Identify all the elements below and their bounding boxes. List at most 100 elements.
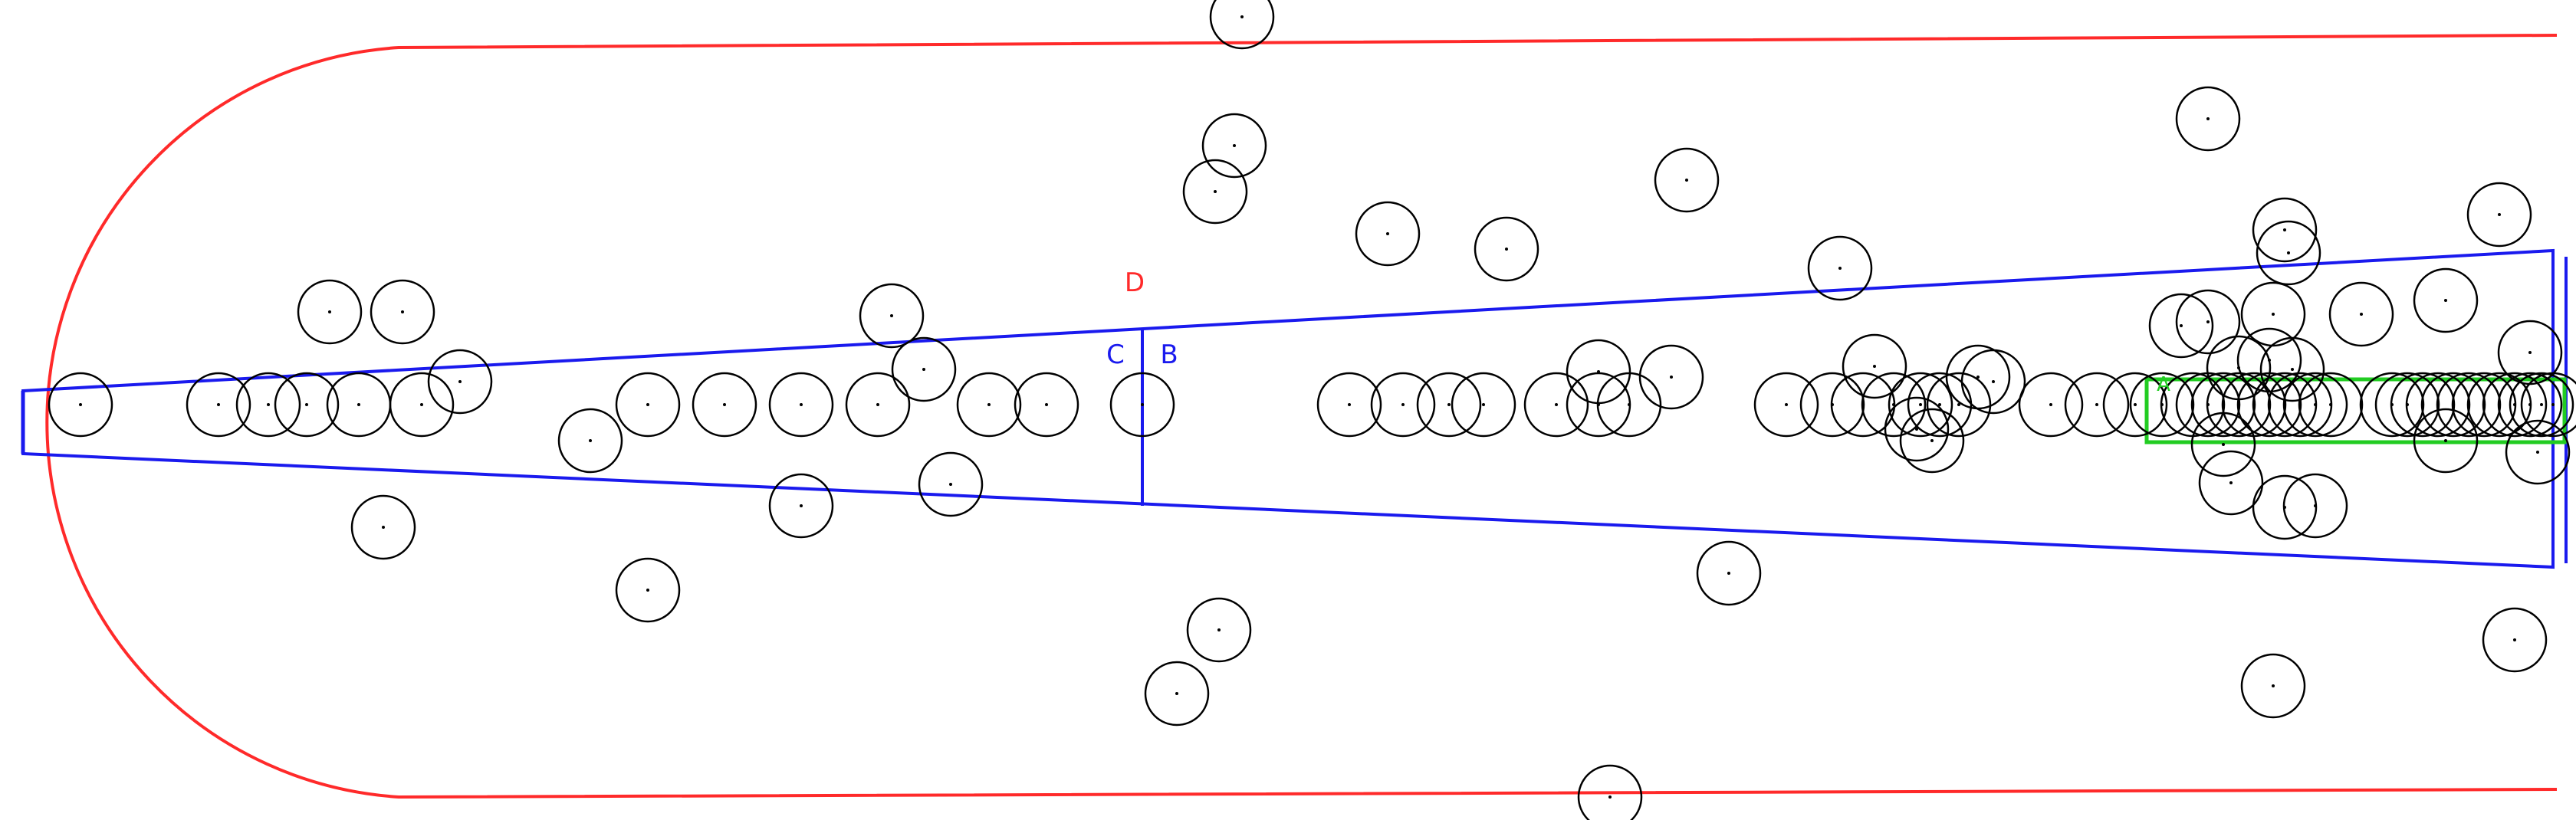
circle-center-dot bbox=[1873, 365, 1876, 368]
circle-ring bbox=[2520, 372, 2576, 438]
circle-center-dot bbox=[2536, 451, 2539, 454]
circle-center-dot bbox=[2498, 213, 2501, 216]
circle-ring bbox=[427, 349, 493, 415]
circle-center-dot bbox=[1628, 403, 1631, 406]
circle-center-dot bbox=[1233, 144, 1236, 147]
circle-center-dot bbox=[1401, 403, 1405, 406]
circle-ring bbox=[2466, 182, 2532, 248]
circle-ring bbox=[2482, 372, 2548, 438]
circle-ring bbox=[1696, 540, 1762, 606]
circle-ring bbox=[1899, 408, 1965, 474]
circle-ring bbox=[2252, 474, 2318, 540]
circle-center-dot bbox=[922, 368, 925, 371]
circle-center-dot bbox=[1240, 15, 1244, 18]
circle-ring bbox=[768, 473, 834, 539]
circle-center-dot bbox=[1505, 248, 1508, 251]
circle-ring bbox=[2482, 607, 2548, 673]
circle-center-dot bbox=[1938, 403, 1941, 406]
circle-ring bbox=[2064, 372, 2130, 438]
circle-center-dot bbox=[79, 403, 82, 406]
circle-ring bbox=[1209, 0, 1275, 50]
circle-ring bbox=[2298, 372, 2364, 438]
circle-center-dot bbox=[987, 403, 991, 406]
circle-ring bbox=[1451, 372, 1516, 438]
circle-ring bbox=[2509, 372, 2574, 438]
circle-ring bbox=[1907, 372, 1973, 438]
circle-ring bbox=[845, 372, 911, 438]
circle-center-dot bbox=[1785, 403, 1788, 406]
circle-ring bbox=[1884, 396, 1950, 462]
circle-ring bbox=[1596, 372, 1662, 438]
circle-center-dot bbox=[1608, 795, 1612, 799]
outer-boundary bbox=[45, 34, 2558, 799]
circle-center-dot bbox=[589, 439, 592, 442]
circle-ring bbox=[2252, 197, 2318, 263]
circle-center-dot bbox=[1141, 403, 1144, 406]
circle-ring bbox=[956, 372, 1022, 438]
circle-ring bbox=[1753, 372, 1819, 438]
circle-center-dot bbox=[1915, 428, 1918, 431]
circle-ring bbox=[1109, 372, 1175, 438]
circle-center-dot bbox=[2444, 299, 2447, 302]
circle-center-dot bbox=[2272, 313, 2275, 316]
circle-center-dot bbox=[1482, 403, 1485, 406]
circle-ring bbox=[1842, 333, 1907, 399]
circle-ring bbox=[615, 372, 681, 438]
label-c: C bbox=[1106, 339, 1125, 370]
label-d: D bbox=[1125, 267, 1145, 298]
circle-ring bbox=[370, 279, 435, 345]
circle-center-dot bbox=[1045, 403, 1048, 406]
circle-ring bbox=[389, 372, 455, 438]
circle-center-dot bbox=[2314, 504, 2317, 507]
circle-center-dot bbox=[2272, 684, 2275, 687]
circle-ring bbox=[1807, 235, 1873, 301]
circle-center-dot bbox=[2528, 403, 2532, 406]
circle-center-dot bbox=[2291, 368, 2294, 371]
circle-ring bbox=[235, 372, 301, 438]
circle-group bbox=[48, 0, 2576, 820]
circle-ring bbox=[1144, 661, 1210, 727]
circle-ring bbox=[1474, 216, 1539, 282]
circle-center-dot bbox=[800, 403, 803, 406]
circle-ring bbox=[1014, 372, 1079, 438]
circle-center-dot bbox=[2513, 403, 2516, 406]
circle-ring bbox=[1888, 372, 1953, 438]
circle-center-dot bbox=[2528, 351, 2532, 354]
circle-center-dot bbox=[1930, 439, 1934, 442]
circle-ring bbox=[1523, 372, 1589, 438]
circle-center-dot bbox=[2222, 443, 2225, 446]
circle-center-dot bbox=[458, 380, 462, 383]
circle-center-dot bbox=[2095, 403, 2098, 406]
circle-ring bbox=[350, 494, 416, 560]
circle-ring bbox=[1861, 372, 1927, 438]
circle-center-dot bbox=[2049, 403, 2052, 406]
circle-center-dot bbox=[800, 504, 803, 507]
circle-ring bbox=[274, 372, 340, 438]
circle-ring bbox=[1416, 372, 1482, 438]
circle-ring bbox=[2413, 267, 2479, 333]
circle-ring bbox=[1186, 597, 1252, 663]
circle-ring bbox=[2175, 289, 2241, 355]
circle-center-dot bbox=[2540, 403, 2543, 406]
circle-ring bbox=[2497, 372, 2563, 438]
circle-ring bbox=[297, 279, 363, 345]
circle-ring bbox=[2505, 419, 2571, 485]
circle-center-dot bbox=[2229, 481, 2233, 484]
circle-ring bbox=[615, 557, 681, 623]
circle-center-dot bbox=[949, 483, 952, 486]
circle-ring bbox=[2328, 281, 2394, 347]
circle-center-dot bbox=[1670, 376, 1673, 379]
circle-ring bbox=[2259, 336, 2325, 402]
circle-center-dot bbox=[1919, 403, 1922, 406]
circle-center-dot bbox=[1992, 380, 1995, 383]
circle-center-dot bbox=[1727, 572, 1730, 575]
wedge-outline bbox=[21, 248, 2555, 569]
circle-center-dot bbox=[267, 403, 270, 406]
circle-center-dot bbox=[1386, 232, 1389, 235]
circle-center-dot bbox=[876, 403, 879, 406]
circle-center-dot bbox=[2180, 324, 2183, 327]
circle-center-dot bbox=[1976, 376, 1980, 379]
circle-center-dot bbox=[1214, 190, 1217, 193]
circle-ring bbox=[1370, 372, 1436, 438]
